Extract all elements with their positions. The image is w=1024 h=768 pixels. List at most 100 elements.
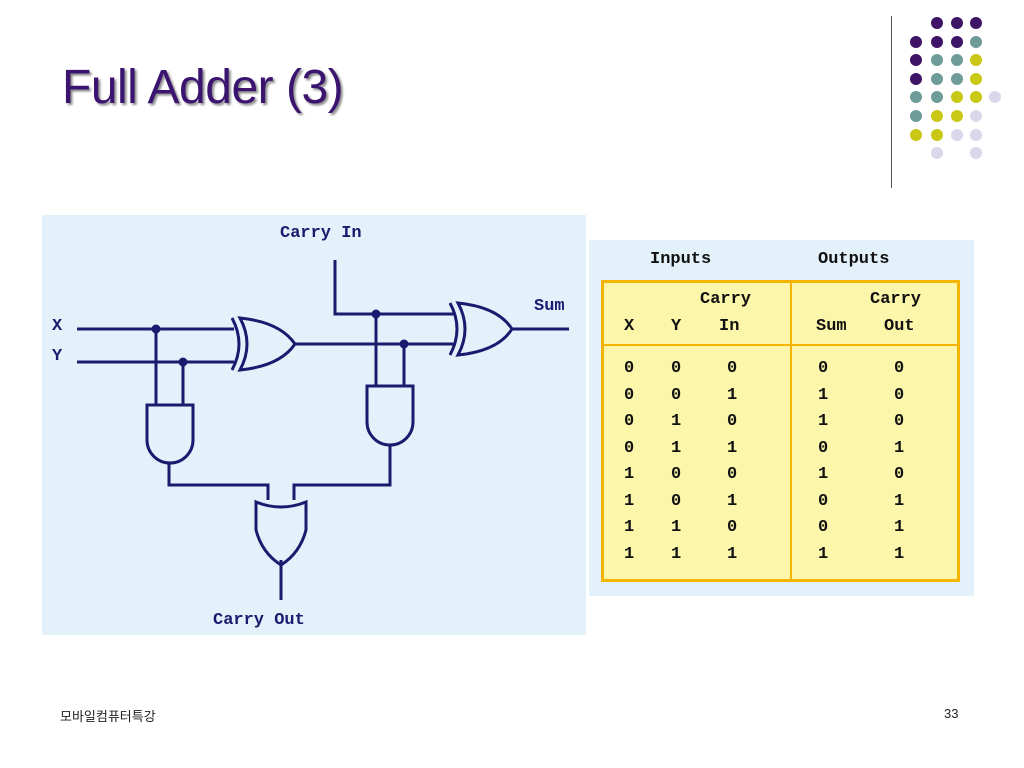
table-cell: 0 [894, 359, 905, 378]
table-cell: 0 [894, 412, 905, 431]
table-cell: 0 [671, 359, 682, 378]
table-cell: 1 [894, 518, 905, 537]
decorative-dot [910, 35, 922, 48]
table-cell: 1 [671, 518, 682, 537]
header-carry-in-top: Carry [700, 290, 752, 309]
decorative-dot [931, 128, 943, 141]
decorative-dot [970, 35, 982, 48]
decorative-dot [931, 110, 943, 122]
decorative-dot [970, 128, 982, 141]
x-input-label: X [52, 317, 63, 336]
sum-label: Sum [534, 297, 565, 316]
table-cell: 0 [727, 359, 738, 378]
table-cell: 1 [818, 465, 829, 484]
table-cell: 0 [671, 385, 682, 405]
table-cell: 0 [894, 465, 905, 484]
table-cell: 0 [894, 385, 905, 405]
column-header: Sum [816, 317, 847, 336]
decorative-dot [970, 147, 982, 160]
and-gate-2 [365, 384, 415, 447]
wire-and2-to-or [292, 445, 392, 500]
or-gate [254, 499, 308, 567]
outputs-header: Outputs [818, 250, 890, 269]
table-cell: 1 [894, 438, 905, 458]
column-header: Y [671, 317, 682, 336]
decorative-dot [910, 128, 922, 141]
footer-course-name: 모바일컴퓨터특강 [60, 710, 156, 725]
table-cell: 0 [624, 438, 635, 458]
decorative-dot [910, 54, 922, 67]
carry-out-label: Carry Out [213, 611, 305, 630]
table-cell: 0 [624, 385, 635, 405]
decorative-dot [970, 72, 982, 85]
table-cell: 0 [727, 412, 738, 431]
table-cell: 1 [727, 438, 738, 458]
decorative-dot [970, 91, 982, 104]
table-cell: 0 [727, 518, 738, 537]
table-header-divider [604, 344, 957, 346]
junction-cin [371, 309, 381, 319]
decorative-dot [951, 54, 963, 67]
y-input-label: Y [52, 347, 63, 366]
inputs-header: Inputs [650, 250, 712, 269]
decorative-dot [931, 72, 943, 85]
table-cell: 0 [671, 465, 682, 484]
table-cell: 1 [671, 544, 682, 564]
table-cell: 0 [818, 518, 829, 537]
table-cell: 0 [624, 359, 635, 378]
decorative-dot [951, 72, 963, 85]
decorative-dot [951, 17, 963, 29]
decorative-dot [931, 35, 943, 48]
decorative-dot-grid [0, 0, 1024, 200]
table-column-divider [790, 283, 792, 579]
table-cell: 0 [818, 491, 829, 511]
xor-gate-2 [448, 301, 514, 357]
table-cell: 1 [727, 544, 738, 564]
wire-and1-to-or [167, 462, 270, 500]
junction-y [178, 357, 188, 367]
table-cell: 1 [624, 544, 635, 564]
column-header: Out [884, 317, 915, 336]
decorative-dot [951, 35, 963, 48]
decorative-dot [989, 91, 1001, 104]
decorative-dot [970, 110, 982, 122]
junction-xor1 [399, 339, 409, 349]
decorative-dot [931, 54, 943, 67]
carry-in-label: Carry In [280, 224, 362, 243]
decorative-dot [931, 17, 943, 29]
column-header: X [624, 317, 635, 336]
decorative-dot [970, 17, 982, 29]
table-cell: 1 [818, 412, 829, 431]
and-gate-1 [145, 403, 195, 465]
table-cell: 1 [671, 412, 682, 431]
table-cell: 0 [818, 359, 829, 378]
slide-number: 33 [944, 706, 959, 721]
decorative-dot [931, 91, 943, 104]
table-cell: 0 [671, 491, 682, 511]
circuit-panel [42, 215, 586, 635]
decorative-dot [951, 110, 963, 122]
table-cell: 1 [727, 385, 738, 405]
slide-title: Full Adder (3) [62, 61, 344, 114]
table-cell: 1 [624, 491, 635, 511]
table-cell: 0 [818, 438, 829, 458]
table-cell: 1 [624, 465, 635, 484]
wire-carry-in [333, 260, 456, 316]
header-carry-out-top: Carry [870, 290, 922, 309]
decorative-dot [931, 147, 943, 160]
table-cell: 1 [894, 491, 905, 511]
table-cell: 1 [818, 385, 829, 405]
decorative-dot [910, 91, 922, 104]
table-cell: 1 [624, 518, 635, 537]
title-divider [891, 16, 892, 188]
decorative-dot [970, 54, 982, 67]
decorative-dot [910, 72, 922, 85]
decorative-dot [910, 110, 922, 122]
table-cell: 0 [727, 465, 738, 484]
junction-x [151, 324, 161, 334]
decorative-dot [951, 128, 963, 141]
table-cell: 1 [727, 491, 738, 511]
table-cell: 1 [818, 544, 829, 564]
